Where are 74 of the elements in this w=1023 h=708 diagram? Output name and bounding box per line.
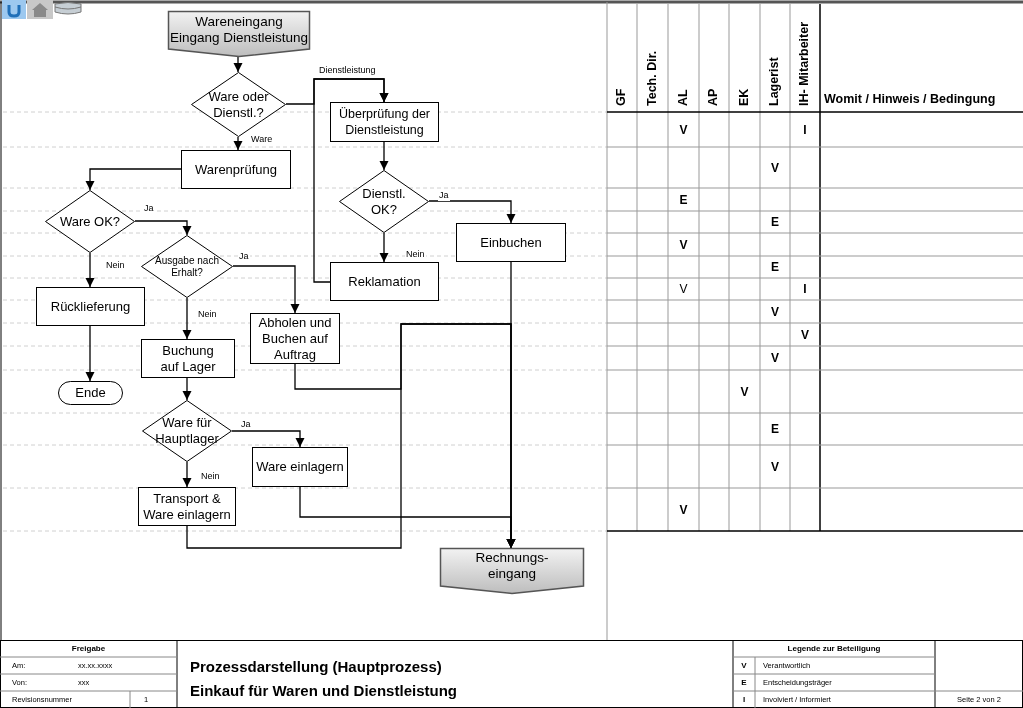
edge-label: Dienstleistung: [318, 65, 377, 76]
terminal-shape: Wareneingang Eingang Dienstleistung: [168, 11, 310, 57]
arrow: [134, 220, 192, 236]
edge-label: Ware: [250, 134, 274, 145]
process-box: Warenprüfung: [181, 150, 291, 189]
legend-key: I: [733, 691, 755, 708]
end-terminal: Ende: [58, 381, 123, 405]
footer-text: Freigabe: [70, 643, 107, 655]
arrow: [299, 486, 516, 549]
table-entry: V: [800, 326, 810, 344]
table-entry: V: [678, 236, 689, 254]
edge-label: Ja: [143, 203, 155, 214]
table-entry: E: [770, 214, 780, 231]
arrow: [313, 78, 389, 283]
edge-label: Ja: [238, 251, 250, 262]
decision-diamond: Ware oder Dienstl.?: [191, 72, 286, 137]
edge-label: Nein: [197, 309, 218, 320]
table-entry: E: [770, 421, 780, 438]
process-box: Buchung auf Lager: [141, 339, 235, 378]
table-entry: V: [770, 159, 780, 177]
table-entry: I: [802, 281, 808, 298]
table-entry: V: [678, 501, 689, 519]
table-entry: V: [770, 350, 780, 367]
column-header: EK: [736, 88, 751, 106]
arrow: [232, 265, 300, 314]
process-box: Abholen und Buchen auf Auftrag: [250, 313, 340, 364]
table-entry: V: [739, 383, 750, 401]
column-header: Lagerist: [767, 57, 781, 106]
arrow: [379, 232, 389, 263]
table-entry: E: [770, 259, 780, 276]
edge-label: Ja: [240, 419, 252, 430]
arrow: [85, 325, 95, 382]
process-box: Transport & Ware einlagern: [138, 487, 236, 526]
column-header: AP: [706, 88, 720, 106]
arrow: [233, 136, 243, 151]
process-box: Ware einlagern: [252, 447, 348, 487]
arrow: [233, 56, 243, 73]
column-header: GF: [614, 88, 628, 106]
arrow: [379, 141, 389, 171]
arrow: [182, 297, 192, 340]
arrow: [182, 377, 192, 401]
edge-label: Ja: [438, 190, 450, 201]
decision-diamond: Ware OK?: [45, 190, 135, 253]
arrow: [85, 168, 182, 191]
arrow: [231, 430, 305, 448]
footer-text: Legende zur Beteiligung: [786, 643, 882, 655]
table-entry: V: [678, 281, 689, 298]
table-entry: E: [678, 191, 689, 209]
legend-key: E: [733, 674, 755, 691]
process-box: Einbuchen: [456, 223, 566, 262]
arrow: [428, 200, 516, 224]
edge-label: Nein: [405, 249, 426, 260]
legend-key: V: [733, 657, 755, 674]
column-header: Tech. Dir.: [644, 50, 659, 106]
table-entry: I: [802, 121, 808, 139]
process-box: Reklamation: [330, 262, 439, 301]
edge-label: Nein: [200, 471, 221, 482]
column-header: Womit / Hinweis / Bedingung: [824, 91, 997, 108]
column-header: AL: [675, 89, 690, 106]
column-header: IH- Mitarbeiter: [797, 21, 811, 106]
edge-label: Nein: [105, 260, 126, 271]
arrow: [85, 252, 95, 288]
process-box: Rücklieferung: [36, 287, 145, 326]
footer-title: Prozessdarstellung (Hauptprozess): [190, 656, 443, 677]
decision-diamond: Ausgabe nach Erhalt?: [141, 235, 233, 298]
decision-diamond: Ware für Hauptlager: [142, 400, 232, 462]
terminal-shape: Rechnungs- eingang: [440, 548, 584, 594]
process-box: Überprüfung der Dienstleistung: [330, 102, 439, 142]
footer-title: Einkauf für Waren und Dienstleistung: [190, 680, 458, 701]
decision-diamond: Dienstl. OK?: [339, 170, 429, 233]
arrow: [182, 461, 192, 488]
table-entry: V: [678, 121, 689, 139]
table-entry: V: [770, 303, 780, 321]
table-entry: V: [770, 458, 780, 476]
